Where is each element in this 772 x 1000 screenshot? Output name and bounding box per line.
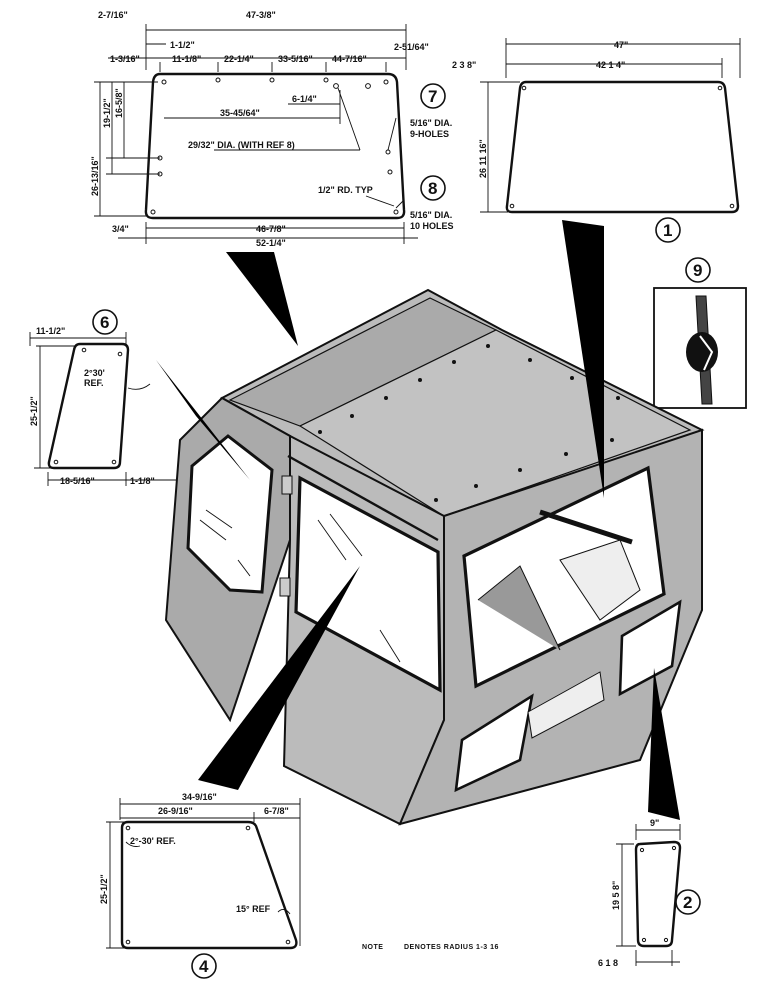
panel-4-angle: 2°-30' REF. (130, 836, 176, 846)
panel-1-dim-47: 47" (614, 40, 628, 50)
callout-9-circle (685, 257, 711, 283)
dim-6-1-4: 6-1/4" (292, 94, 317, 104)
dim-2-7-16: 2-7/16" (98, 10, 128, 20)
panel-1-dimension-lines (480, 38, 741, 213)
holes-8-line1: 5/16" DIA. (410, 210, 452, 220)
callout-7: 7 (428, 87, 437, 106)
panel-4-dimension-lines (106, 798, 301, 949)
callout-6: 6 (100, 313, 109, 332)
panel-1-dim-2-3-8: 2 3 8" (452, 60, 476, 70)
note-text: DENOTES RADIUS 1-3 16 (404, 944, 499, 951)
panel-6-dim-1-1-8: 1-1/8" (130, 476, 155, 486)
dim-26-13-16: 26-13/16" (90, 156, 100, 196)
leader-wedges (156, 220, 680, 820)
panel-6-dim-11-1-2: 11-1/2" (36, 326, 65, 336)
callout-2: 2 (683, 893, 692, 912)
panel-4-group: 34-9/16" 26-9/16" 6-7/8" 25-1/2" 2°-30' … (99, 792, 301, 979)
dim-19-1-2: 19-1/2" (102, 98, 112, 128)
panel-2-group: 9" 19 5 8" 6 1 8 2 (598, 818, 701, 968)
dim-1-3-16: 1-3/16" (110, 54, 140, 64)
rd-typ: 1/2" RD. TYP (318, 185, 373, 195)
holes-8-line2: 10 HOLES (410, 221, 454, 231)
dim-2-51-64: 2-51/64" (394, 42, 429, 52)
dim-46-7-8: 46-7/8" (256, 224, 286, 234)
note-label: NOTE (362, 944, 383, 951)
panel-4-dim-26-9-16: 26-9/16" (158, 806, 193, 816)
dim-3-4: 3/4" (112, 224, 129, 234)
callout-8: 8 (428, 179, 437, 198)
panel-4-dim-34-9-16: 34-9/16" (182, 792, 217, 802)
panel-2-dim-9: 9" (650, 818, 659, 828)
panel-2-outline (634, 840, 682, 948)
callout-8-circle (420, 175, 446, 201)
panel-6-angle-1: 2°30' (84, 368, 105, 378)
callout-1: 1 (663, 221, 672, 240)
panel-6-dim-18-5-16: 18-5/16" (60, 476, 95, 486)
panel-2-dimension-lines (616, 824, 681, 966)
panel-6-outline (47, 342, 130, 470)
cab-roof-panel (298, 329, 692, 517)
panel-2-dim-6-1-8: 6 1 8 (598, 958, 618, 968)
panel-6-dim-25-1-2: 25-1/2" (29, 396, 39, 426)
leader-panel-4 (198, 566, 360, 790)
holes-7-line1: 5/16" DIA. (410, 118, 452, 128)
dim-35-45-64: 35-45/64" (220, 108, 260, 118)
roof-bolts (318, 344, 620, 502)
panel-6-angle-2: REF. (84, 378, 104, 388)
panel-7-dimension-lines (94, 24, 418, 244)
dim-52-1-4: 52-1/4" (256, 238, 286, 248)
panel-1-outline (505, 80, 740, 214)
panel-1-dim-42-1-4: 42 1 4" (596, 60, 625, 70)
note-group: NOTE DENOTES RADIUS 1-3 16 (362, 944, 499, 951)
panel-2-dim-19-5-8: 19 5 8" (611, 881, 621, 910)
dim-16-5-8: 16-5/8" (114, 88, 124, 118)
callout-7-circle (420, 83, 446, 109)
panel-7-holes (150, 77, 399, 215)
cab-door-window (294, 475, 442, 693)
callout-9: 9 (693, 261, 702, 280)
leader-panel-2 (648, 668, 680, 820)
cab-left-window (186, 434, 274, 594)
cab-windshield (462, 465, 666, 689)
leader-panel-1 (562, 220, 604, 498)
dim-44-7-16: 44-7/16" (332, 54, 367, 64)
dim-33-5-16: 33-5/16" (278, 54, 313, 64)
panel-6-group: 11-1/2" 25-1/2" 2°30' REF. 18-5/16" 1-1/… (29, 309, 178, 486)
panel-4-angle-2: 15° REF (236, 904, 271, 914)
panel-1-group: 47" 2 3 8" 42 1 4" 26 11 16" 1 (452, 38, 741, 243)
callout-1-circle (655, 217, 681, 243)
panel-4-dim-25-1-2: 25-1/2" (99, 874, 109, 904)
panel-1-dim-26-11-16: 26 11 16" (478, 139, 488, 178)
dim-22-1-4: 22-1/4" (224, 54, 254, 64)
cab-illustration (164, 288, 705, 826)
panel-4-dim-6-7-8: 6-7/8" (264, 806, 289, 816)
cab-lower-right-window (618, 599, 682, 697)
dim-29-32-dia: 29/32" DIA. (WITH REF 8) (188, 140, 295, 150)
panel-4-outline (120, 820, 298, 950)
detail-9-group: 9 (653, 257, 747, 409)
detail-9-seal (686, 332, 718, 372)
callout-4-circle (191, 953, 217, 979)
dim-11-1-8: 11-1/8" (172, 54, 201, 64)
panel-6-dimension-lines (29, 332, 178, 486)
callout-4: 4 (199, 957, 209, 976)
leader-panel-6 (156, 360, 250, 480)
dim-1-1-2: 1-1/2" (170, 40, 195, 50)
cab-lower-left-window (454, 693, 534, 793)
callout-2-circle (675, 889, 701, 915)
panel-7-group: 2-7/16" 47-3/8" 1-1/2" 1-3/16" 11-1/8" 2… (90, 10, 454, 248)
dim-47-3-8: 47-3/8" (246, 10, 276, 20)
leader-panel-7 (226, 252, 298, 346)
callout-6-circle (92, 309, 118, 335)
holes-7-line2: 9-HOLES (410, 129, 449, 139)
